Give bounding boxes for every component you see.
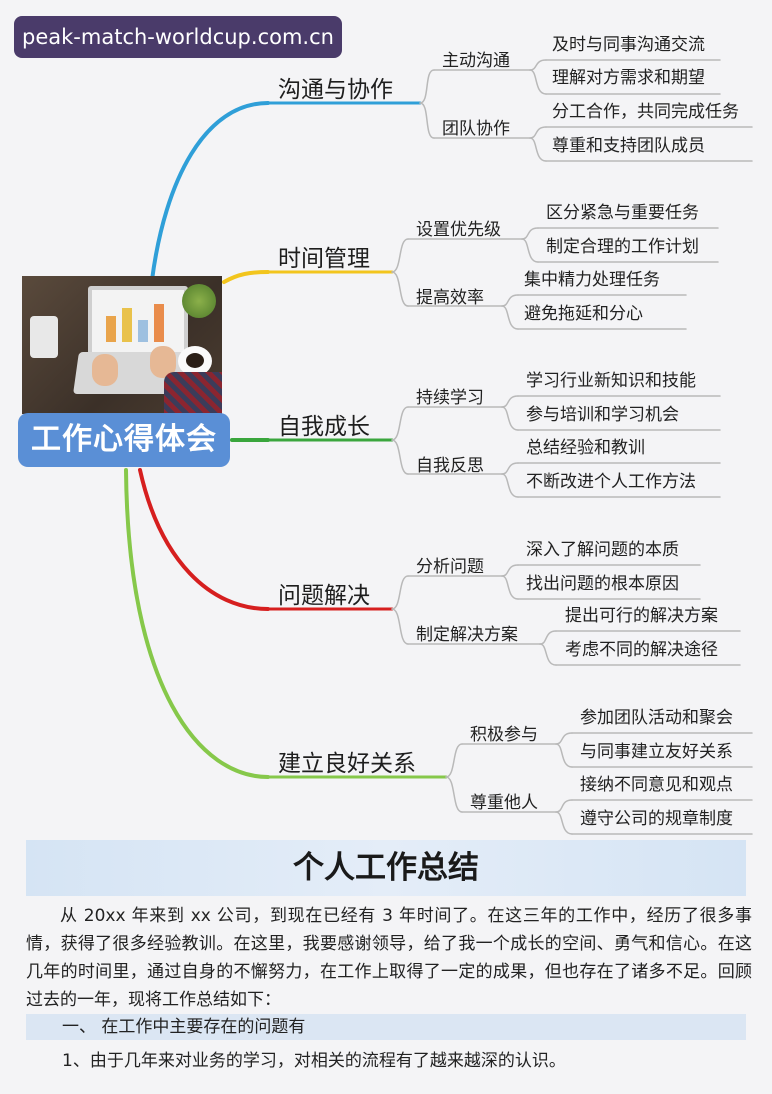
leaf: 找出问题的根本原因 [526,574,679,594]
sub-teamwork: 团队协作 [442,119,510,139]
laptop-desk-photo [22,276,222,414]
leaf-connector [529,59,547,71]
watermark: peak-match-worldcup.com.cn [14,16,342,58]
leaf: 接纳不同意见和观点 [580,775,733,795]
sub-efficiency: 提高效率 [416,288,484,308]
sub-connector [391,238,409,273]
mind-map-connectors [124,59,753,835]
leaf-connector [555,811,573,835]
sub-active-participation: 积极参与 [470,725,538,745]
leaf: 不断改进个人工作方法 [526,472,696,492]
sub-connector [419,69,435,104]
plant [182,284,216,318]
leaf: 避免拖延和分心 [524,304,643,324]
sub-respect-others: 尊重他人 [470,793,538,813]
branch-time-management: 时间管理 [278,246,370,272]
sub-connector [391,271,409,307]
branch-connector [222,270,270,284]
sub-continuous-learning: 持续学习 [416,388,484,408]
section-heading-text: 一、 在工作中主要存在的问题有 [62,1017,306,1037]
shirt-sleeve [164,372,222,414]
leaf-connector [555,799,573,813]
sub-connector [391,406,409,441]
leaf-connector [501,564,519,577]
leaf-connector [529,126,547,139]
branch-connector [150,101,270,282]
leaf: 与同事建立友好关系 [580,742,733,762]
sub-analyze-problem: 分析问题 [416,557,484,577]
leaf: 及时与同事沟通交流 [552,35,705,55]
phone [30,316,58,358]
sub-connector [391,439,409,475]
laptop-screen [88,286,188,356]
summary-title: 个人工作总结 [26,840,746,896]
section-heading: 一、 在工作中主要存在的问题有 [26,1014,746,1040]
leaf: 理解对方需求和期望 [552,68,705,88]
leaf: 总结经验和教训 [526,438,645,458]
summary-item: 1、由于几年来对业务的学习，对相关的流程有了越来越深的认识。 [62,1051,566,1071]
branch-problem-solving: 问题解决 [278,583,370,609]
sub-self-reflection: 自我反思 [416,456,484,476]
branch-connector [138,468,270,611]
leaf-connector [501,473,519,498]
sub-active-communication: 主动沟通 [442,51,510,71]
leaf: 参加团队活动和聚会 [580,708,733,728]
sub-connector [445,776,463,813]
branch-communication: 沟通与协作 [278,77,393,103]
leaf: 参与培训和学习机会 [526,405,679,425]
leaf: 学习行业新知识和技能 [526,371,696,391]
sub-connector [419,102,435,139]
leaf-connector [539,643,557,666]
sub-make-solution: 制定解决方案 [416,625,518,645]
coffee-cup [178,346,212,376]
sub-connector [391,575,409,610]
leaf-connector [529,69,547,95]
leaf-connector [501,294,519,307]
leaf-connector [521,227,539,240]
summary-paragraph: 从 20xx 年来到 xx 公司，到现在已经有 3 年时间了。在这三年的工作中，… [26,906,752,1010]
leaf-connector [521,238,539,263]
leaf-connector [501,406,519,431]
sub-priority: 设置优先级 [416,220,501,240]
leaf-connector [501,462,519,475]
leaf: 考虑不同的解决途径 [565,640,718,660]
leaf: 提出可行的解决方案 [565,606,718,626]
leaf: 分工合作，共同完成任务 [552,102,739,122]
leaf: 制定合理的工作计划 [546,237,699,257]
leaf-connector [501,305,519,330]
sub-connector [391,608,409,645]
leaf: 遵守公司的规章制度 [580,809,733,829]
leaf-connector [529,137,547,162]
leaf: 尊重和支持团队成员 [552,136,705,156]
leaf-connector [501,395,519,408]
sub-connector [445,743,463,778]
branch-connector [124,468,270,779]
leaf-connector [555,732,573,745]
left-hand [92,354,118,386]
leaf: 深入了解问题的本质 [526,540,679,560]
leaf-connector [555,743,573,768]
branch-good-relationships: 建立良好关系 [278,751,416,777]
leaf: 区分紧急与重要任务 [546,203,699,223]
branch-self-growth: 自我成长 [278,414,370,440]
leaf-connector [539,630,557,645]
leaf: 集中精力处理任务 [524,270,660,290]
leaf-connector [501,575,519,600]
central-topic: 工作心得体会 [18,413,230,467]
